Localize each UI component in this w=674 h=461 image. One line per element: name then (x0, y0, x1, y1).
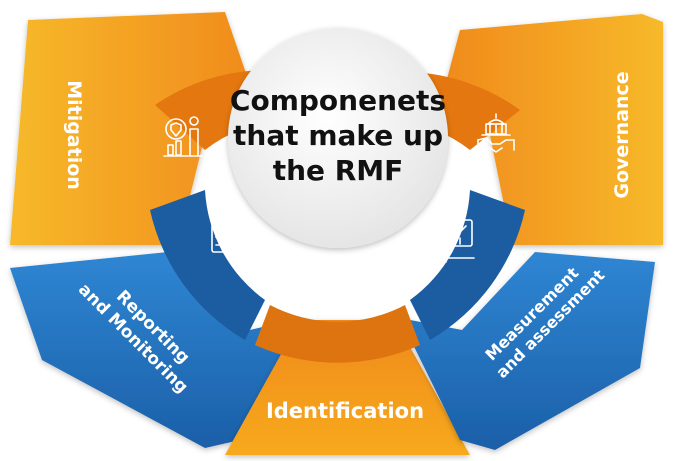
governance-segment (440, 14, 663, 245)
person-chart-icon (429, 219, 475, 263)
mitigation-segment (10, 12, 258, 245)
person-checklist-icon (211, 221, 255, 259)
reporting-segment (10, 252, 300, 448)
measurement-segment (400, 252, 655, 450)
identification-label: Identification (266, 399, 424, 423)
center-title-line-2: that make up (233, 119, 443, 152)
mitigation-label: Mitigation (63, 80, 85, 190)
center-hub (228, 28, 448, 248)
governance-label: Governance (611, 71, 633, 198)
face-scan-icon (321, 263, 359, 301)
inner-ring (150, 70, 525, 363)
center-title-line-3: the RMF (273, 154, 404, 187)
center-title-line-1: Componenets (230, 84, 446, 117)
gear-shield-person-icon (163, 116, 203, 157)
capitol-handshake-icon (477, 113, 515, 153)
